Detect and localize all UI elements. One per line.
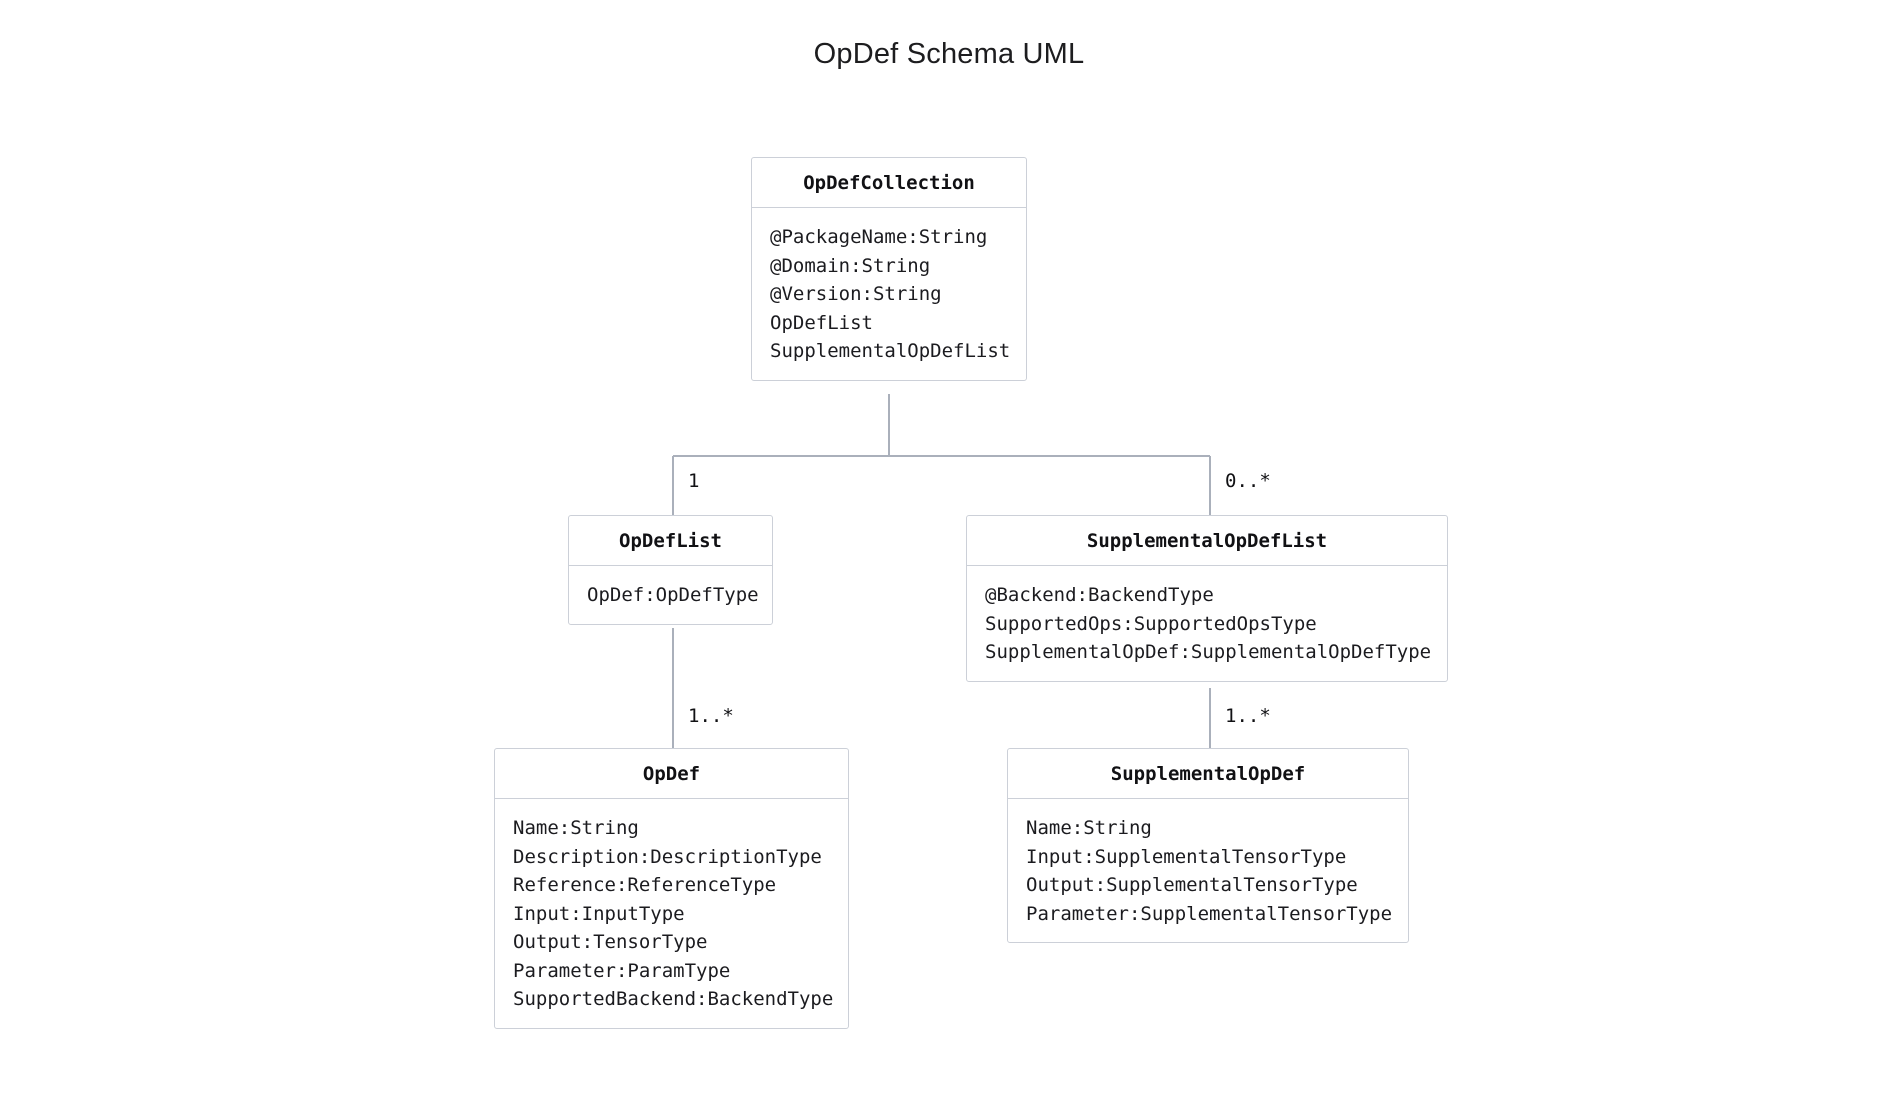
class-attributes-opdeflist: OpDef:OpDefType: [569, 566, 772, 624]
class-name-supplementalopdef: SupplementalOpDef: [1110, 763, 1306, 785]
multiplicity-opdeflist-opdef: 1..*: [688, 705, 734, 727]
class-divider: [752, 207, 1026, 208]
class-divider: [967, 565, 1447, 566]
class-attribute: OpDefList: [770, 311, 873, 334]
class-name-supplementalopdeflist: SupplementalOpDefList: [1086, 530, 1328, 552]
class-attribute: Description:DescriptionType: [513, 845, 822, 868]
class-attribute: Name:String: [513, 817, 639, 839]
class-attributes-opdef: Name:String Description:DescriptionType …: [495, 799, 848, 1028]
page-title: OpDef Schema UML: [813, 38, 1085, 70]
class-attribute: OpDef:OpDefType: [587, 584, 759, 606]
class-name-opdeflist: OpDefList: [619, 530, 722, 552]
class-attribute: SupplementalOpDef:SupplementalOpDefType: [985, 641, 1432, 663]
class-attribute: Input:InputType: [513, 902, 685, 925]
class-attribute: Reference:ReferenceType: [513, 874, 777, 896]
uml-class-opdeflist[interactable]: OpDefList OpDef:OpDefType: [568, 515, 773, 625]
class-divider: [495, 798, 848, 799]
class-name-opdef: OpDef: [642, 763, 701, 785]
class-attribute: Name:String: [1026, 817, 1152, 839]
class-attribute: Parameter:ParamType: [513, 959, 731, 982]
class-attributes-opdefcollection: @PackageName:String @Domain:String @Vers…: [752, 208, 1026, 380]
class-attributes-supplementalopdeflist: @Backend:BackendType SupportedOps:Suppor…: [967, 566, 1447, 681]
uml-class-opdef[interactable]: OpDef Name:String Description:Descriptio…: [494, 748, 849, 1029]
class-attribute: @PackageName:String: [770, 226, 988, 248]
class-divider: [569, 565, 772, 566]
class-attribute: Parameter:SupplementalTensorType: [1026, 902, 1393, 925]
class-attributes-supplementalopdef: Name:String Input:SupplementalTensorType…: [1008, 799, 1408, 942]
class-name-opdefcollection: OpDefCollection: [803, 172, 975, 194]
class-attribute: Output:TensorType: [513, 931, 708, 953]
multiplicity-collection-opdeflist: 1: [688, 470, 700, 492]
multiplicity-collection-suppopdeflist: 0..*: [1225, 470, 1271, 492]
class-attribute: @Version:String: [770, 283, 942, 305]
class-attribute: Output:SupplementalTensorType: [1026, 874, 1358, 896]
multiplicity-suppopdeflist-suppopdef: 1..*: [1225, 705, 1271, 727]
class-divider: [1008, 798, 1408, 799]
uml-class-supplementalopdef[interactable]: SupplementalOpDef Name:String Input:Supp…: [1007, 748, 1409, 943]
class-attribute: SupportedBackend:BackendType: [513, 988, 834, 1010]
uml-class-supplementalopdeflist[interactable]: SupplementalOpDefList @Backend:BackendTy…: [966, 515, 1448, 682]
class-attribute: @Domain:String: [770, 254, 931, 277]
uml-class-opdefcollection[interactable]: OpDefCollection @PackageName:String @Dom…: [751, 157, 1027, 381]
class-attribute: SupplementalOpDefList: [770, 340, 1011, 362]
class-attribute: @Backend:BackendType: [985, 584, 1214, 606]
class-attribute: Input:SupplementalTensorType: [1026, 845, 1347, 868]
class-attribute: SupportedOps:SupportedOpsType: [985, 612, 1317, 635]
